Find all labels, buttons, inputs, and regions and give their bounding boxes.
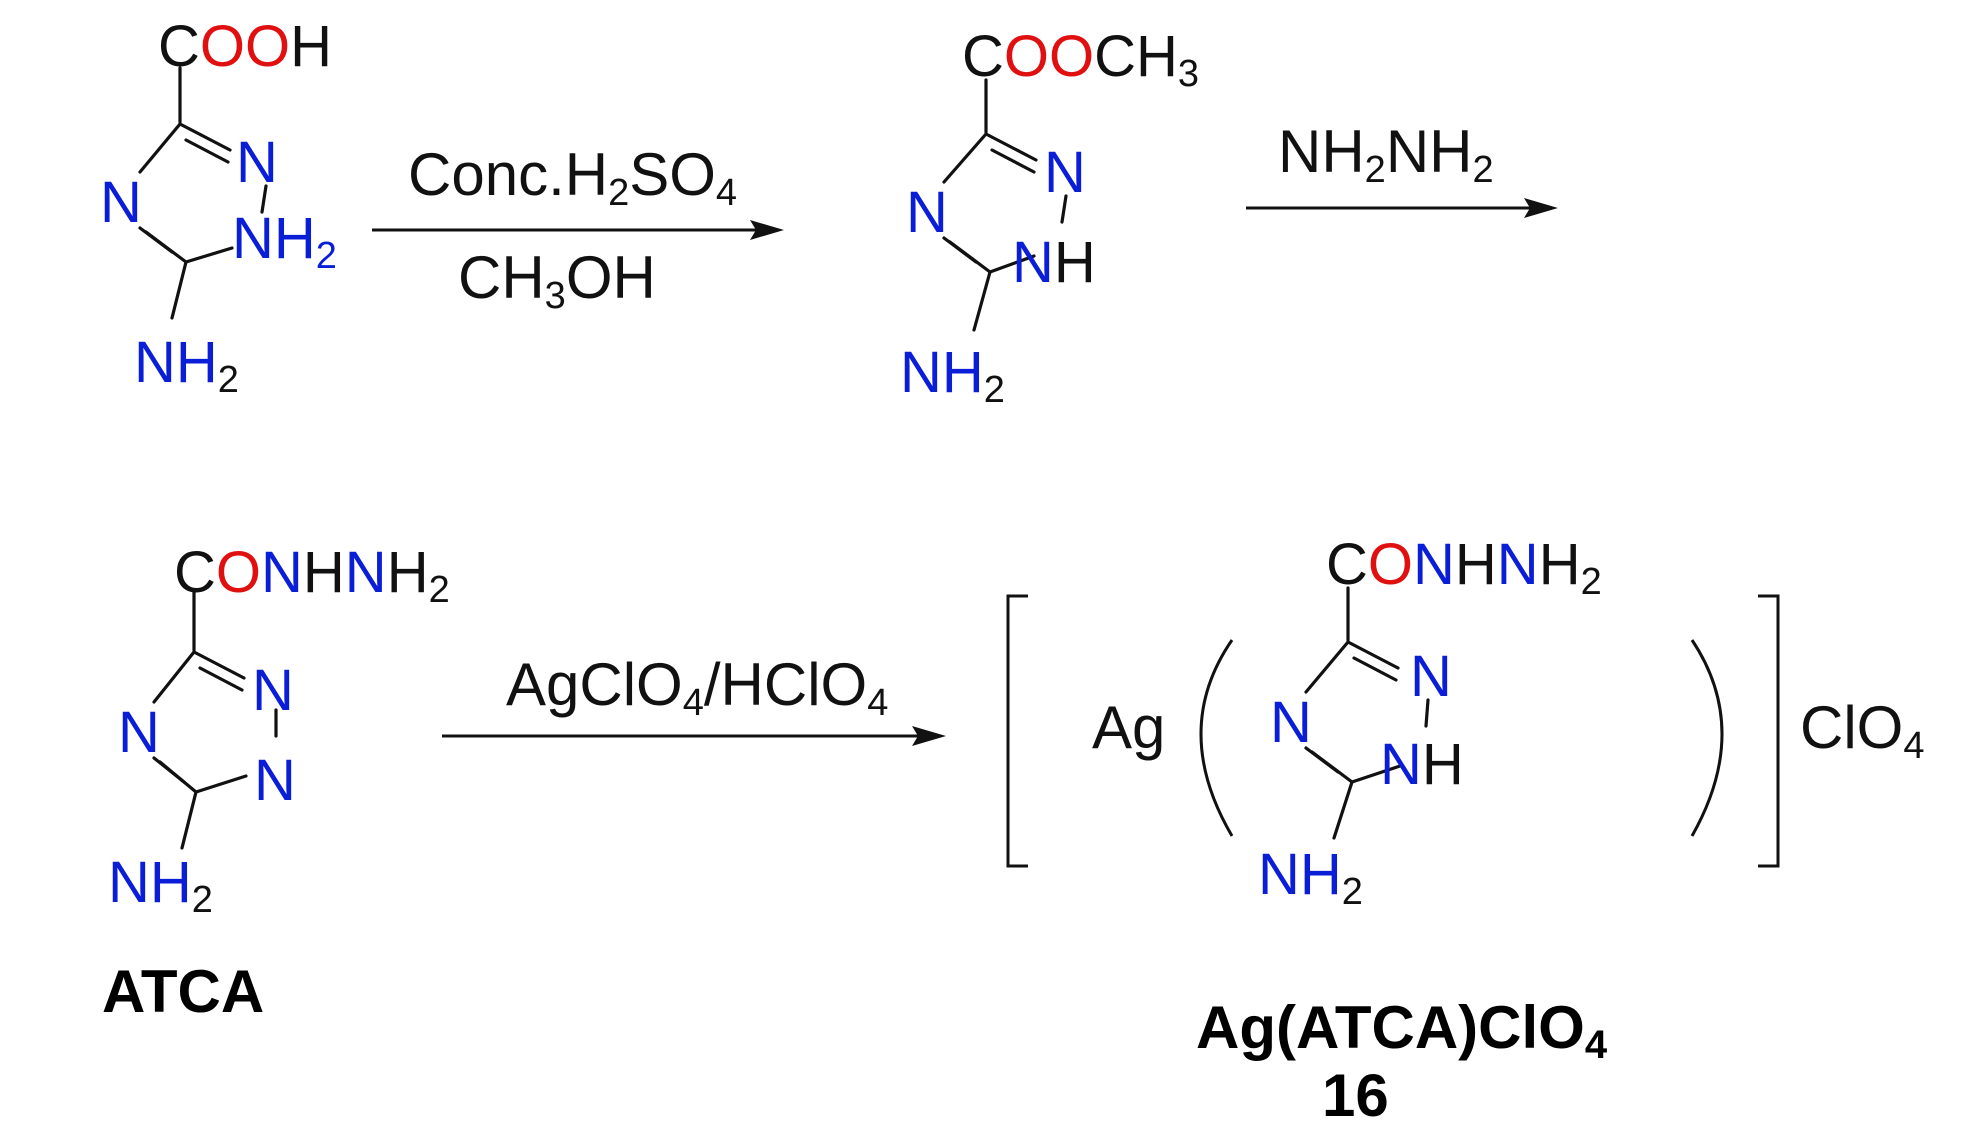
- hydrazide-hydrogen-label: H: [387, 540, 429, 605]
- reaction-arrow-step-2: NH2NH2: [1246, 118, 1558, 218]
- hydrazide-subscript: 2: [1581, 561, 1602, 603]
- amino-subscript: 2: [1342, 871, 1363, 913]
- hydrazide-nitrogen-label: N: [261, 540, 303, 605]
- carbon-label: C: [158, 14, 200, 79]
- silver-label: Ag: [1092, 694, 1165, 761]
- compound-name-complex: Ag(ATCA)ClO: [1196, 994, 1585, 1061]
- svg-text:ClO4: ClO4: [1800, 694, 1924, 767]
- reagent-hydrazine: NH: [1278, 118, 1365, 185]
- oxygen-label: O: [1368, 532, 1413, 597]
- molecule-2-methyl-ester: COOCH3 N N NH NH2: [900, 24, 1199, 411]
- amino-hydrogen-label: H: [176, 330, 218, 395]
- hydrogen-label: H: [290, 14, 332, 79]
- hydrazide-hydrogen-label: H: [1455, 532, 1497, 597]
- molecule-1-starting-acid: COOH N N NH2 NH2: [100, 14, 337, 401]
- ring-nitrogen-label: N: [252, 658, 294, 723]
- carbon-label: C: [962, 24, 1004, 89]
- left-parenthesis: [1199, 639, 1234, 837]
- right-parenthesis: [1690, 639, 1724, 837]
- svg-text:CONHNH2: CONHNH2: [174, 540, 450, 611]
- svg-text:NH2: NH2: [232, 206, 337, 277]
- amino-subscript: 2: [192, 879, 213, 921]
- hydrazide-hydrogen-label: H: [303, 540, 345, 605]
- nh-hydrogen-label: H: [1422, 732, 1464, 797]
- ring-nitrogen-label: N: [100, 170, 142, 235]
- compound-name-atca: ATCA: [102, 958, 264, 1025]
- complex-ag-atca-perchlorate: Ag CONHNH2 N N NH NH2 ClO4 Ag(ATCA)ClO4: [1006, 532, 1924, 1122]
- nh-nitrogen-label: N: [1380, 732, 1422, 797]
- svg-text:COOH: COOH: [158, 14, 332, 79]
- reagent-methanol: CH: [458, 244, 545, 311]
- amino-hydrogen-label: H: [150, 850, 192, 915]
- ring-nitrogen-label: N: [254, 748, 296, 813]
- svg-text:AgClO4/HClO4: AgClO4/HClO4: [506, 651, 888, 724]
- svg-text:Conc.H2SO4: Conc.H2SO4: [408, 141, 737, 214]
- ring-nitrogen-label: N: [236, 130, 278, 195]
- right-square-bracket: [1758, 594, 1780, 868]
- svg-text:CONHNH2: CONHNH2: [1326, 532, 1602, 603]
- oxygen-label: O: [216, 540, 261, 605]
- nh-hydrogen-label: H: [274, 206, 316, 271]
- carbon-label: C: [174, 540, 216, 605]
- amino-subscript: 2: [218, 359, 239, 401]
- hydrazide-nitrogen-label: N: [1497, 532, 1539, 597]
- svg-text:NH2: NH2: [900, 340, 1005, 411]
- hydrazide-hydrogen-label: H: [1539, 532, 1581, 597]
- hydrazide-nitrogen-label: N: [1413, 532, 1455, 597]
- amino-nitrogen-label: N: [134, 330, 176, 395]
- ring-nitrogen-label: N: [1270, 690, 1312, 755]
- nh-subscript: 2: [316, 235, 337, 277]
- svg-text:COOCH3: COOCH3: [962, 24, 1199, 95]
- left-square-bracket: [1006, 594, 1028, 868]
- hydrazide-subscript: 2: [429, 569, 450, 611]
- reagent-silver-perchlorate: AgClO: [506, 651, 683, 718]
- svg-text:NH2: NH2: [108, 850, 213, 921]
- reagent-sulfuric-acid: Conc.H: [408, 141, 608, 208]
- svg-text:CH3OH: CH3OH: [458, 244, 656, 317]
- amino-subscript: 2: [984, 369, 1005, 411]
- amino-nitrogen-label: N: [1258, 842, 1300, 907]
- svg-text:NH: NH: [1012, 230, 1096, 295]
- carbon-label: C: [1326, 532, 1368, 597]
- ring-nitrogen-label: N: [1044, 140, 1086, 205]
- reaction-arrow-step-3: AgClO4/HClO4: [442, 651, 946, 746]
- nh-nitrogen-label: N: [232, 206, 274, 271]
- compound-number: 16: [1322, 1062, 1389, 1122]
- amino-hydrogen-label: H: [1300, 842, 1342, 907]
- ring-nitrogen-label: N: [1410, 644, 1452, 709]
- molecule-3-atca: CONHNH2 N N N NH2 ATCA: [102, 540, 450, 1025]
- amino-nitrogen-label: N: [900, 340, 942, 405]
- methyl-subscript: 3: [1178, 53, 1199, 95]
- methyl-label: CH: [1094, 24, 1178, 89]
- hydrazide-nitrogen-label: N: [345, 540, 387, 605]
- oxygen-label: OO: [200, 14, 290, 79]
- svg-text:Ag(ATCA)ClO4: Ag(ATCA)ClO4: [1196, 994, 1608, 1067]
- svg-text:NH2NH2: NH2NH2: [1278, 118, 1494, 191]
- perchlorate-counter-ion: ClO: [1800, 694, 1903, 761]
- svg-text:NH2: NH2: [1258, 842, 1363, 913]
- nh-hydrogen-label: H: [1054, 230, 1096, 295]
- reaction-arrow-step-1: Conc.H2SO4 CH3OH: [372, 141, 784, 317]
- ring-nitrogen-label: N: [906, 180, 948, 245]
- amino-hydrogen-label: H: [942, 340, 984, 405]
- ring-nitrogen-label: N: [118, 700, 160, 765]
- svg-text:NH2: NH2: [134, 330, 239, 401]
- svg-text:NH: NH: [1380, 732, 1464, 797]
- oxygen-label: OO: [1004, 24, 1094, 89]
- nh-nitrogen-label: N: [1012, 230, 1054, 295]
- amino-nitrogen-label: N: [108, 850, 150, 915]
